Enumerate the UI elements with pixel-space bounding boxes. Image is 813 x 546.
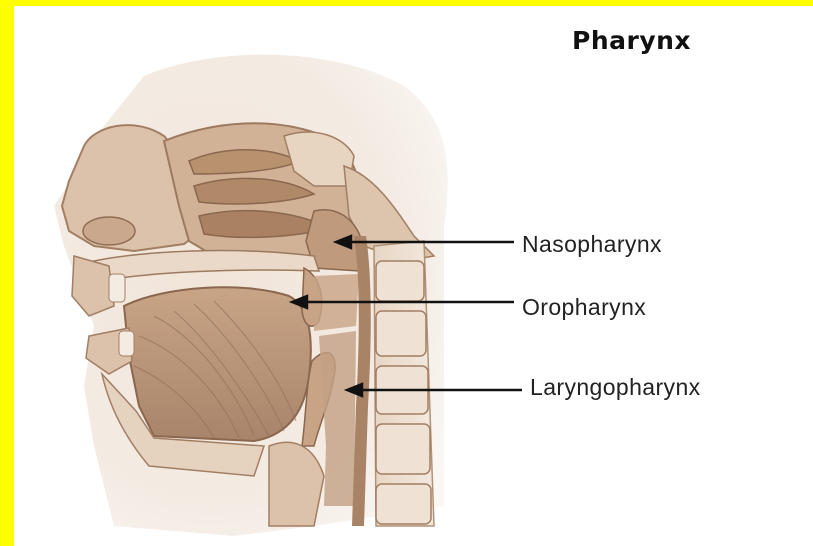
diagram-frame: Pharynx Nasopharynx Oropharynx Laryngoph… bbox=[14, 6, 813, 546]
vertebra-2 bbox=[376, 311, 426, 356]
vertebra-4 bbox=[376, 424, 430, 474]
label-laryngopharynx: Laryngopharynx bbox=[530, 374, 701, 401]
label-oropharynx: Oropharynx bbox=[522, 294, 646, 321]
upper-lip bbox=[72, 256, 114, 316]
vertebra-1 bbox=[376, 261, 424, 301]
upper-tooth bbox=[109, 274, 125, 302]
lower-tooth bbox=[119, 331, 134, 356]
label-nasopharynx: Nasopharynx bbox=[522, 231, 662, 258]
nostril bbox=[83, 217, 135, 245]
pharynx-illustration bbox=[14, 6, 813, 546]
vertebra-5 bbox=[376, 484, 431, 524]
diagram-title: Pharynx bbox=[572, 26, 691, 55]
tongue bbox=[124, 287, 311, 441]
